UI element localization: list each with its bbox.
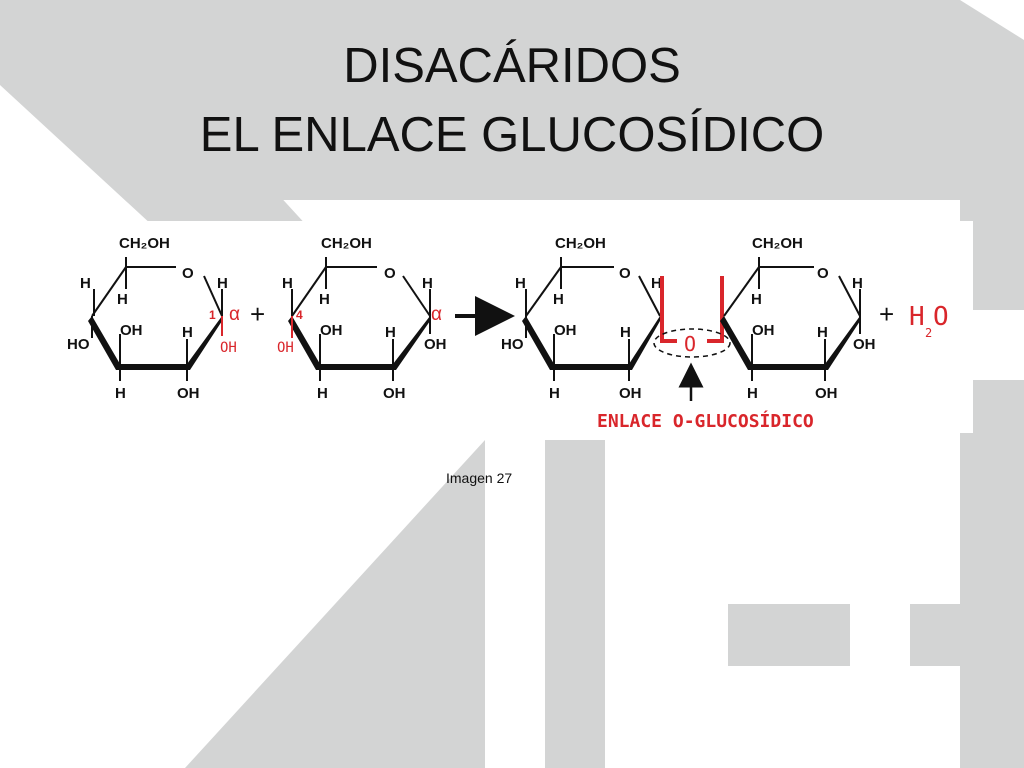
p2-h-bottom: H [747, 385, 758, 402]
glucose-2: CH₂OH O H H H 4 α OH OH H OH H OH [277, 235, 447, 402]
p1-h-bottom: H [549, 385, 560, 402]
glycosidic-bridge: O [653, 276, 731, 401]
water-h: H [909, 302, 925, 332]
p1-ring-oxygen: O [619, 265, 631, 282]
bridge-oxygen: O [684, 332, 696, 356]
glycosidic-bond-label: ENLACE O-GLUCOSÍDICO [597, 410, 814, 432]
s2-h-top-right: H [422, 275, 433, 292]
p1-ho-left: HO [501, 336, 524, 353]
p2-ch2oh: CH₂OH [752, 235, 803, 252]
s1-h-mid: H [182, 324, 193, 341]
bg-shape-top-band [80, 0, 1024, 200]
reaction-figure: CH₂OH O H H H 1 α HO OH H OH H OH + [57, 221, 973, 433]
product-ring-1: CH₂OH O H H H HO OH H H OH [501, 235, 662, 402]
s1-alpha-symbol: α [229, 304, 240, 325]
p1-h-top-right: H [651, 275, 662, 292]
s1-h-top-inner: H [117, 291, 128, 308]
s2-alpha-symbol: α [431, 304, 442, 325]
s2-ring-oxygen: O [384, 265, 396, 282]
bg-shape-top-right-white [960, 0, 1024, 40]
bg-shape-right-white-slot [970, 310, 1024, 380]
s2-ch2oh: CH₂OH [321, 235, 372, 252]
glycosidic-bond-reaction-diagram: CH₂OH O H H H 1 α HO OH H OH H OH + [67, 235, 949, 432]
slide-title-line-1: DISACÁRIDOS [343, 39, 681, 93]
s1-oh-mid: OH [120, 322, 143, 339]
p1-oh-mid: OH [554, 322, 577, 339]
p2-h-top-inner: H [751, 291, 762, 308]
s2-oh-right: OH [424, 336, 447, 353]
bg-shape-lower-left-triangle [185, 440, 485, 768]
plus-sign-2: + [879, 299, 894, 329]
p2-oh-mid: OH [752, 322, 775, 339]
bg-shape-center-bar [545, 440, 605, 768]
s2-h-top-inner: H [319, 291, 330, 308]
s1-h-top-right: H [217, 275, 228, 292]
bg-shape-block-1 [728, 604, 850, 666]
s1-h-top-left: H [80, 275, 91, 292]
p1-oh-bottom: OH [619, 385, 642, 402]
s2-oh-left: OH [277, 340, 294, 356]
s2-carbon-number: 4 [296, 308, 303, 322]
bridge-highlight-ellipse [653, 328, 731, 358]
s1-h-bottom: H [115, 385, 126, 402]
s2-oh-bottom: OH [383, 385, 406, 402]
glucose-1: CH₂OH O H H H 1 α HO OH H OH H OH [67, 235, 240, 402]
p2-h-top-right: H [852, 275, 863, 292]
p1-h-top-left: H [515, 275, 526, 292]
water-subscript: 2 [925, 326, 932, 340]
s1-ho-left: HO [67, 336, 90, 353]
water-o: O [933, 302, 949, 332]
s2-oh-mid: OH [320, 322, 343, 339]
p2-oh-right: OH [853, 336, 876, 353]
product-ring-2: CH₂OH O H H OH H OH H OH [720, 235, 876, 402]
p2-ring-oxygen: O [817, 265, 829, 282]
slide-title-line-2: EL ENLACE GLUCOSÍDICO [199, 108, 825, 162]
s1-oh-bottom: OH [177, 385, 200, 402]
s1-ring-oxygen: O [182, 265, 194, 282]
bg-shape-right-column [960, 0, 1024, 768]
s2-h-bottom: H [317, 385, 328, 402]
s1-ch2oh: CH₂OH [119, 235, 170, 252]
p2-oh-bottom: OH [815, 385, 838, 402]
plus-sign-1: + [250, 299, 265, 329]
s2-h-mid: H [385, 324, 396, 341]
s1-carbon-number: 1 [209, 308, 216, 322]
bg-shape-block-2 [910, 604, 1024, 666]
s1-oh-anomeric: OH [220, 340, 237, 356]
s2-h-top-left: H [282, 275, 293, 292]
p1-h-top-inner: H [553, 291, 564, 308]
p1-h-mid: H [620, 324, 631, 341]
image-caption: Imagen 27 [446, 470, 513, 486]
p2-h-mid: H [817, 324, 828, 341]
p1-ch2oh: CH₂OH [555, 235, 606, 252]
water-molecule: H 2 O [909, 302, 949, 340]
